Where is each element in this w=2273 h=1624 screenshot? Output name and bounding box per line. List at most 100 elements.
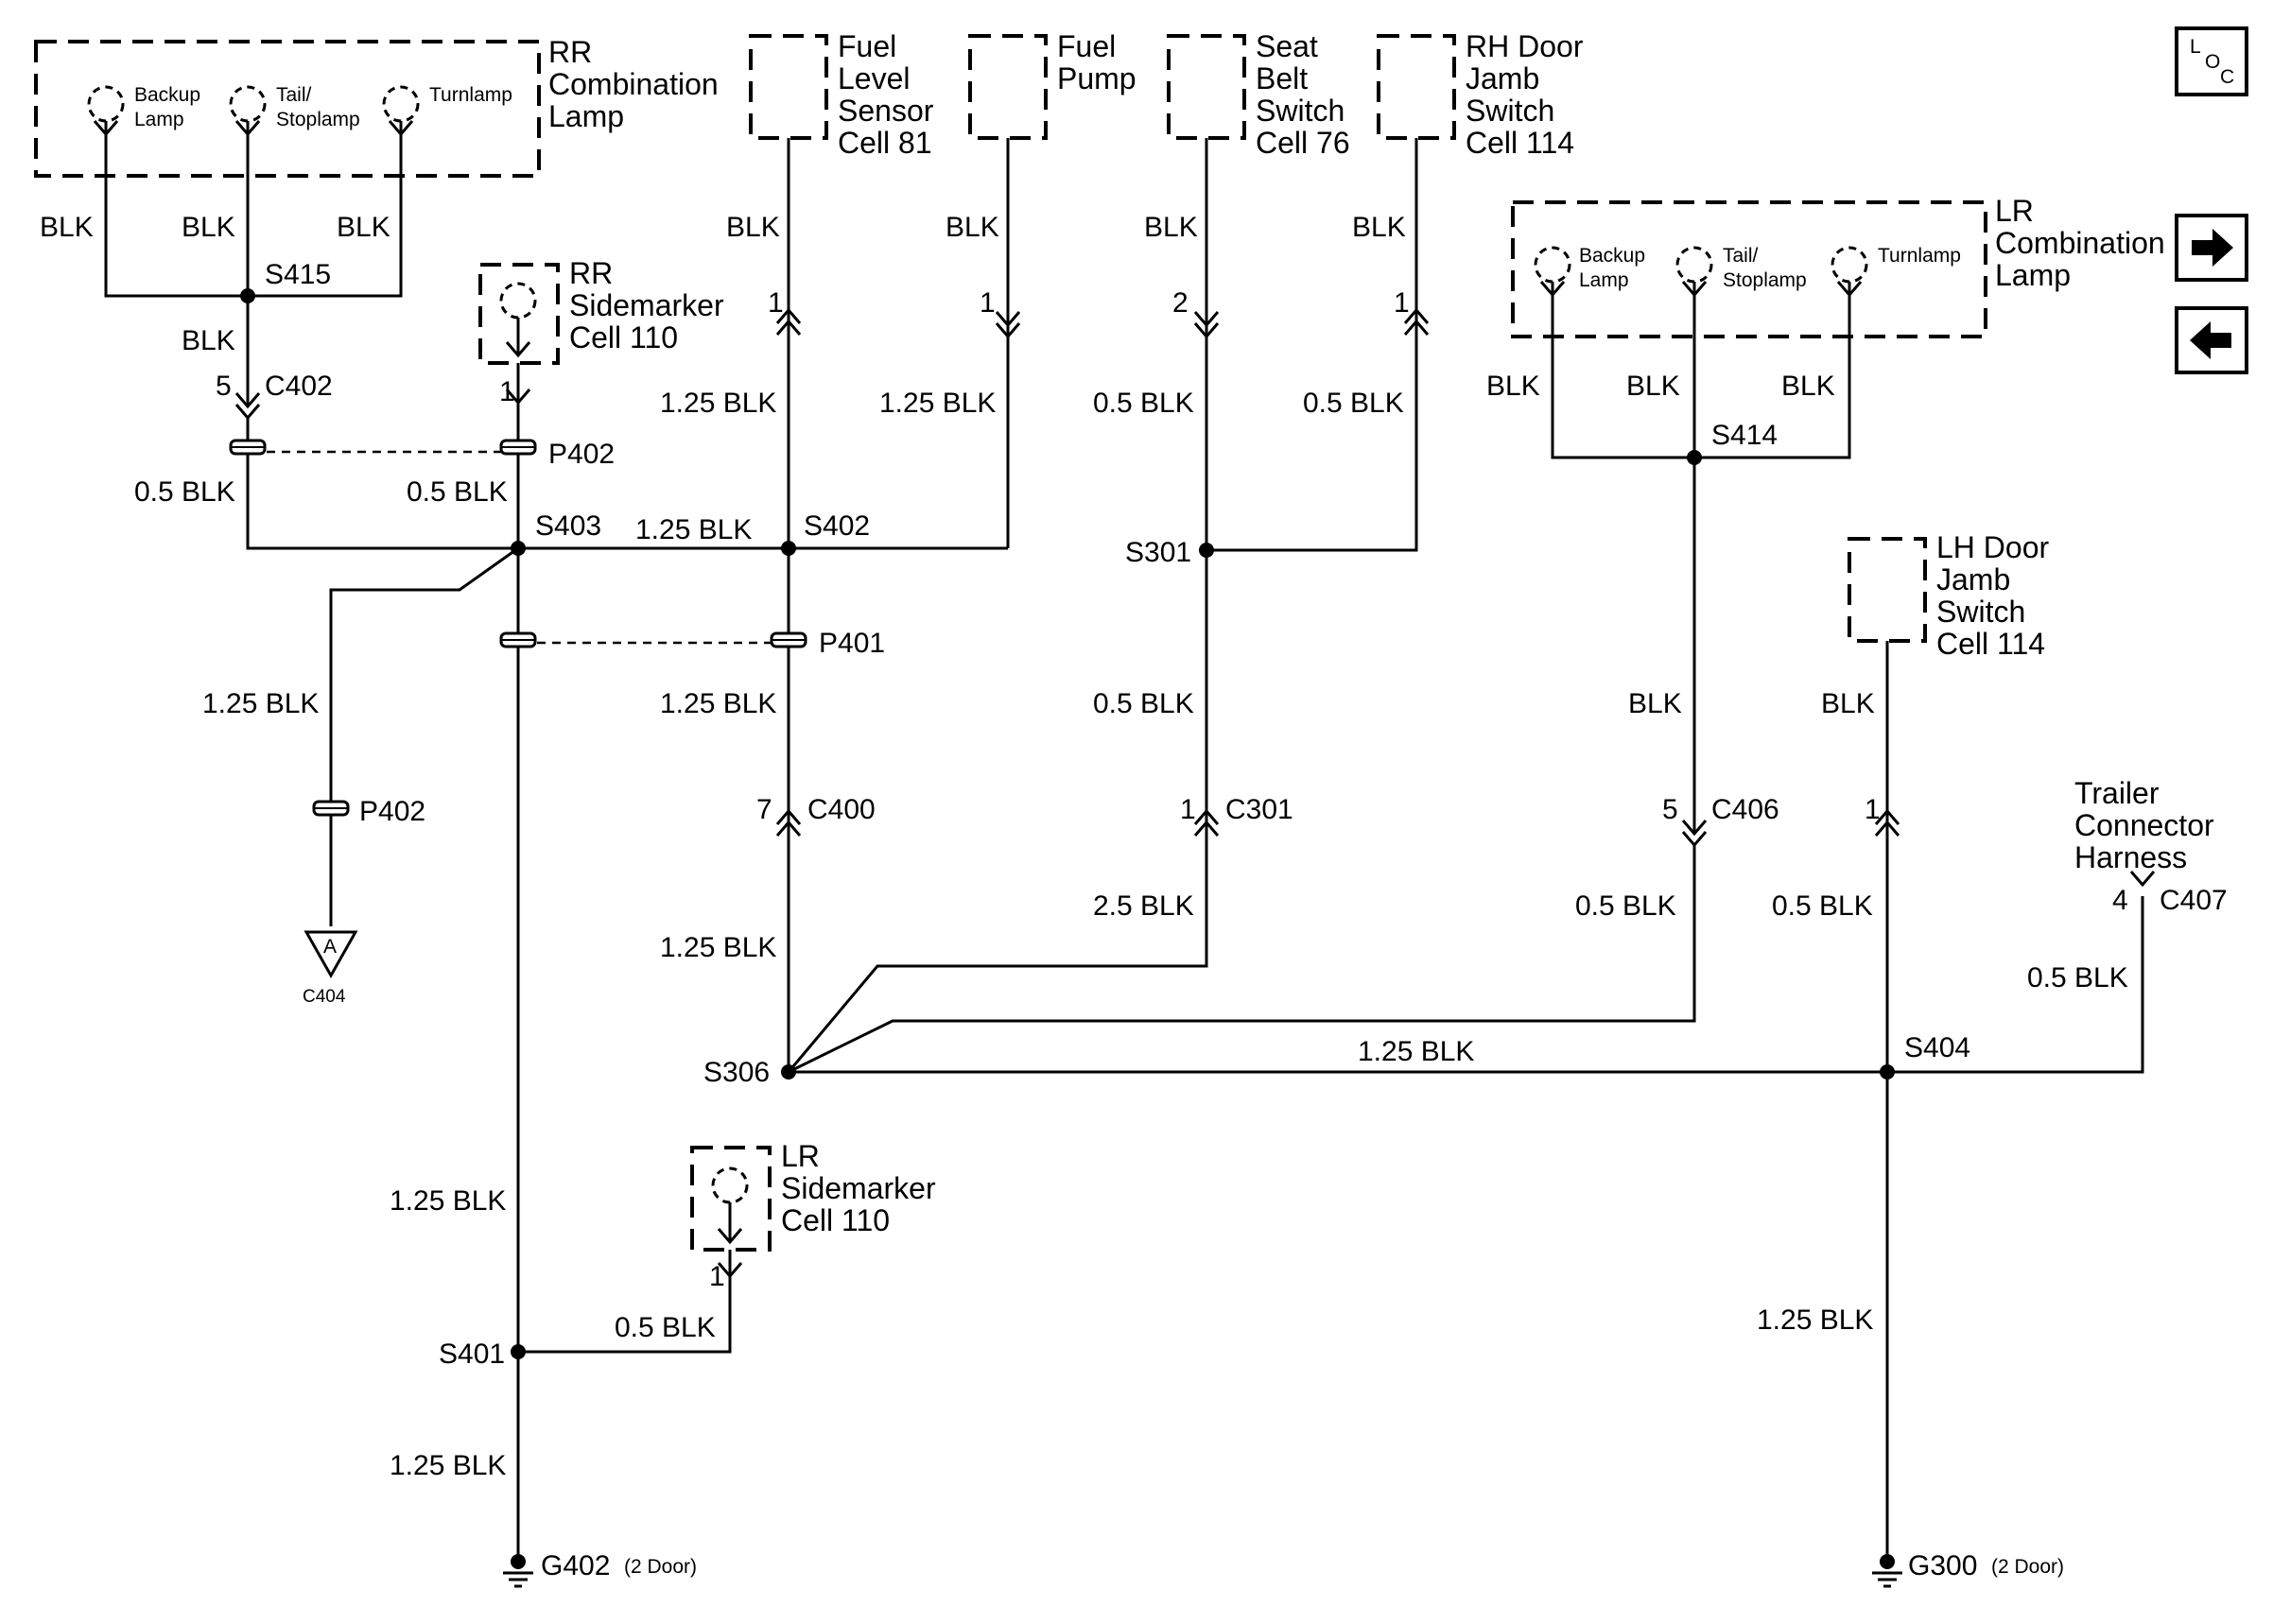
wire [2129, 871, 2156, 888]
diagram-label: 5 [1662, 794, 1678, 825]
diagram-label: BLK [946, 212, 999, 243]
lamp-bulb-icon [87, 85, 125, 123]
lamp-bulb-icon [711, 1166, 749, 1204]
diagram-label: 7 [756, 794, 772, 825]
wire [787, 138, 1208, 1073]
splice-dot [781, 1064, 796, 1080]
wire [788, 843, 1696, 1074]
wire [1874, 808, 1900, 837]
splice-dot [1687, 450, 1702, 465]
loc-button[interactable]: L O C [2175, 26, 2248, 96]
diagram-label: 1.25 BLK [660, 388, 776, 419]
fuel-level-sensor: Fuel Level Sensor Cell 81 [749, 29, 934, 160]
splice-s415: S415 [265, 259, 331, 290]
diagram-label: 0.5 BLK [615, 1312, 716, 1343]
diagram-label: Seat [1256, 29, 1318, 63]
diagram-label: 1.25 BLK [390, 1450, 506, 1481]
diagram-label: Tail/ [1723, 245, 1759, 267]
lamp-bulb-icon [1831, 246, 1868, 284]
diagram-label: 1 [1180, 794, 1196, 825]
diagram-label: Sensor [838, 94, 934, 128]
wire [775, 307, 802, 336]
diagram-label: Lamp [134, 109, 184, 130]
connector-p401: P401 [819, 628, 885, 659]
lamp-bulb-icon [499, 282, 537, 320]
component-outline [478, 263, 560, 365]
wire [104, 121, 403, 298]
diagram-label: Cell 114 [1466, 126, 1574, 160]
diagram-label: (2 Door) [1991, 1556, 2064, 1578]
diagram-label: Sidemarker [569, 288, 724, 322]
wire [995, 311, 1021, 339]
splice-dot [1880, 1554, 1895, 1569]
diagram-label: Stoplamp [1723, 269, 1807, 291]
component-outline [968, 34, 1048, 140]
diagram-label: Cell 110 [781, 1203, 890, 1237]
diagram-label: 1.25 BLK [1757, 1304, 1873, 1336]
splice-dot [1880, 1064, 1895, 1080]
arrow-right-icon [2192, 229, 2233, 267]
diagram-label: 0.5 BLK [134, 476, 235, 508]
wire [717, 1202, 743, 1245]
diagram-label: BLK [1486, 371, 1540, 402]
diagram-label: BLK [1628, 688, 1682, 719]
diagram-label: 1.25 BLK [1358, 1036, 1474, 1067]
trailer-connector-harness: Trailer Connector Harness [2074, 776, 2214, 874]
wire [1193, 808, 1220, 837]
diagram-label: BLK [726, 212, 780, 243]
component-outline [1848, 537, 1927, 643]
diagram-label: 4 [2112, 885, 2128, 916]
diagram-label: Stoplamp [276, 109, 360, 130]
diagram-label: Connector [2074, 808, 2214, 842]
diagram-label: 0.5 BLK [1575, 890, 1676, 922]
diagram-label: 0.5 BLK [2027, 962, 2128, 993]
diagram-label: 1.25 BLK [390, 1185, 506, 1217]
diagram-label: Lamp [1995, 258, 2071, 292]
diagram-label: Fuel [838, 29, 896, 63]
diagram-label: Lamp [1579, 269, 1629, 291]
diagram-label: BLK [1626, 371, 1680, 402]
diagram-label: Tail/ [276, 84, 312, 106]
wire [789, 896, 2144, 1074]
diagram-label: (2 Door) [624, 1556, 697, 1578]
diagram-label: 1 [709, 1261, 725, 1292]
diagram-label: Level [838, 61, 911, 95]
next-page-button[interactable] [2175, 214, 2248, 282]
wire [503, 1571, 533, 1588]
splice-s401: S401 [439, 1339, 505, 1370]
lh-door-jamb-switch: LH Door Jamb Switch Cell 114 [1848, 530, 2050, 661]
diagram-label: Cell 114 [1936, 627, 2045, 661]
wire [93, 120, 414, 137]
diagram-label: 1.25 BLK [660, 932, 776, 963]
previous-page-button[interactable] [2175, 306, 2248, 374]
diagram-label: L [2190, 36, 2201, 58]
wire [1551, 282, 1851, 459]
diagram-label: Jamb [1936, 562, 2010, 596]
lamp-bulb-icon [229, 85, 267, 123]
diagram-label: Lamp [548, 99, 624, 133]
connector-p402-bottom: P402 [359, 796, 425, 827]
wire [505, 363, 531, 548]
component-outline [1511, 200, 1987, 338]
fuel-pump: Fuel Pump [968, 29, 1136, 140]
component-outline [1377, 34, 1456, 140]
wire [304, 930, 358, 979]
lamp-bulb-icon [1534, 246, 1571, 284]
diagram-label: Pump [1057, 61, 1136, 95]
diagram-label: O [2205, 51, 2220, 73]
diagram-label: Belt [1256, 61, 1308, 95]
connector-c301: C301 [1225, 794, 1293, 825]
wire [329, 546, 519, 926]
connector-c404: C404 [303, 987, 346, 1007]
splice-s301: S301 [1125, 537, 1191, 568]
diagram-label: Turnlamp [1878, 245, 1961, 267]
splice-dot [511, 1554, 526, 1569]
diagram-label: Backup [134, 84, 200, 106]
diagram-label: 2 [1172, 287, 1189, 319]
diagram-label: 1 [980, 287, 996, 319]
diagram-label: 0.5 BLK [1772, 890, 1873, 922]
ground-g300: G300 [1908, 1550, 1977, 1581]
diagram-label: Cell 110 [569, 320, 678, 354]
connector-p402-top: P402 [548, 439, 615, 470]
